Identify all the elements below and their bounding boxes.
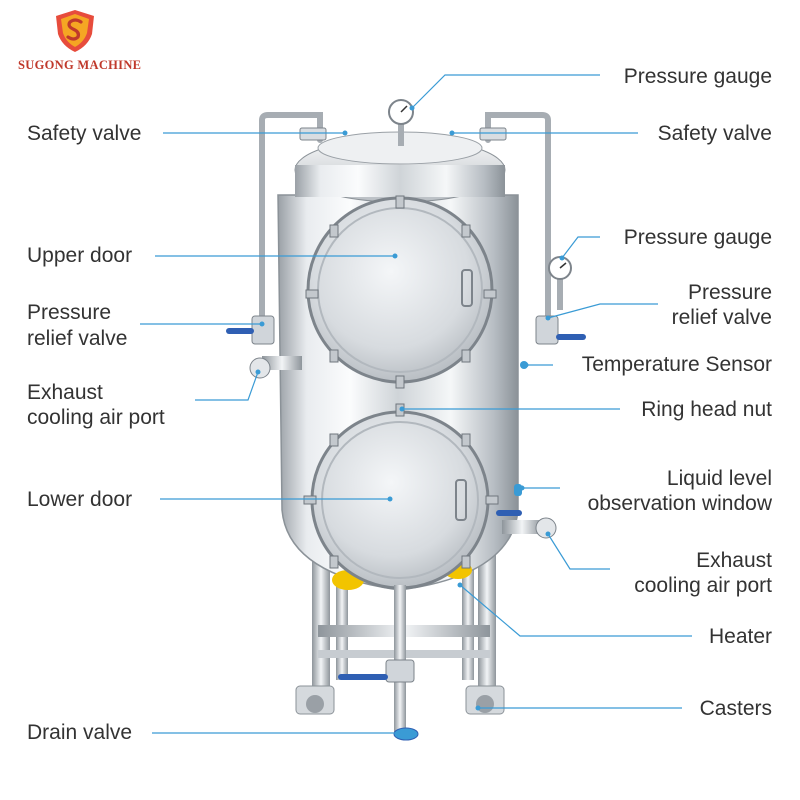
label-drain-valve: Drain valve: [27, 721, 133, 744]
shield-s-logo-icon: [56, 10, 94, 52]
casters: [295, 685, 505, 715]
label-safety-valve-left: Safety valve: [27, 122, 142, 145]
label-pressure-relief-right-2: relief valve: [671, 306, 772, 329]
leader-pressure-gauge-side: [561, 236, 600, 259]
label-upper-door: Upper door: [27, 244, 133, 267]
leader-pressure-gauge-top: [411, 74, 600, 109]
leader-heater: [459, 584, 692, 637]
leader-exhaust-left: [195, 371, 259, 401]
label-ring-head-nut: Ring head nut: [641, 398, 772, 421]
label-liquid-level-2: observation window: [587, 492, 772, 515]
label-safety-valve-right: Safety valve: [657, 122, 772, 145]
safety-valve-pipes: [259, 112, 551, 338]
relief-valves: [226, 315, 586, 345]
label-pressure-gauge-top: Pressure gauge: [623, 65, 772, 88]
label-exhaust-left-2: cooling air port: [27, 406, 165, 429]
label-liquid-level-1: Liquid level: [666, 467, 772, 490]
exhaust-ports: [249, 356, 557, 539]
leader-exhaust-right: [547, 533, 610, 570]
top-pressure-gauge: [388, 99, 414, 146]
brand-name: SUGONG MACHINE: [18, 58, 142, 72]
label-exhaust-right-2: cooling air port: [634, 574, 772, 597]
label-pressure-gauge-side: Pressure gauge: [623, 226, 772, 249]
label-pressure-relief-left-2: relief valve: [27, 327, 128, 350]
label-pressure-relief-left-1: Pressure: [27, 301, 112, 324]
label-casters: Casters: [699, 697, 772, 720]
leader-pressure-relief-right: [547, 303, 658, 319]
label-exhaust-right-1: Exhaust: [696, 549, 772, 572]
label-lower-door: Lower door: [27, 488, 133, 511]
label-exhaust-left-1: Exhaust: [27, 381, 103, 404]
label-pressure-relief-right-1: Pressure: [687, 281, 772, 304]
label-heater: Heater: [708, 625, 772, 648]
label-temperature-sensor: Temperature Sensor: [581, 353, 772, 376]
drain-valve: [338, 585, 419, 741]
